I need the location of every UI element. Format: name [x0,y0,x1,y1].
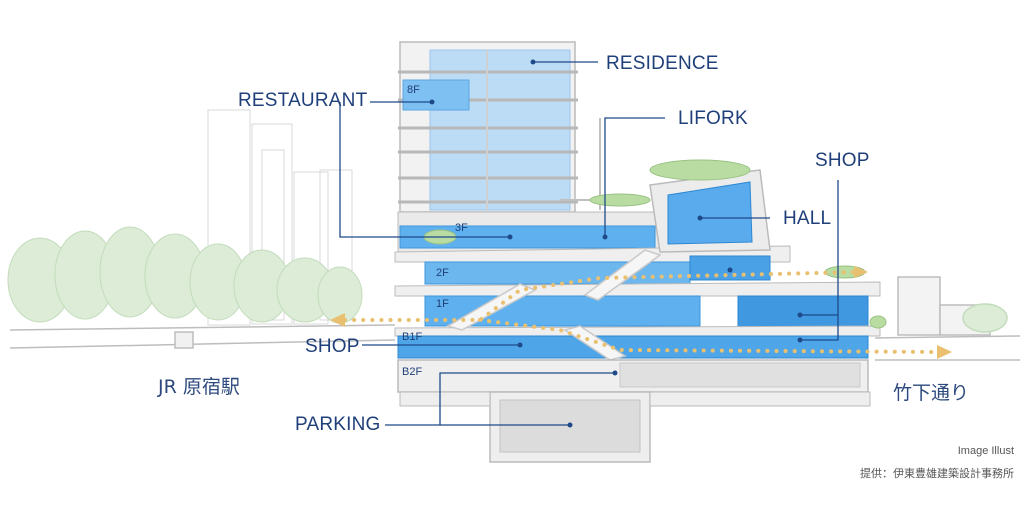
arrow-right [937,345,952,359]
floor-3f: 3F [455,222,468,234]
basement [397,359,871,463]
floor-1f: 1F [436,298,449,310]
street-right [874,276,1021,361]
hall-volume [649,169,771,253]
residence-tower [398,41,578,213]
tree-row [7,226,363,324]
label-jr-station: JR 原宿駅 [158,376,240,398]
floor-2f: 2F [436,267,449,279]
arrow-left [330,313,345,327]
label-takeshita: 竹下通り [893,382,970,404]
credit-line-1: Image Illust [957,445,1014,457]
label-hall: HALL [783,208,832,229]
street-left [9,324,396,349]
label-shop-left: SHOP [305,336,360,357]
ramps [446,249,662,361]
floor-b1f: B1F [402,331,423,343]
label-parking: PARKING [295,414,381,435]
floor-8f: 8F [407,84,420,96]
label-shop-right: SHOP [815,150,870,171]
leader-lines [339,61,839,426]
floor-b2f: B2F [402,366,423,378]
label-restaurant: RESTAURANT [238,90,368,111]
credit-line-2: 提供：伊東豊雄建築設計事務所 [860,467,1014,480]
podium [394,211,881,359]
leader-dots [429,59,803,428]
label-lifork: LIFORK [678,108,748,129]
arrow-right-upper [854,266,868,278]
label-residence: RESIDENCE [606,53,719,74]
pedestrian-path [343,270,942,354]
